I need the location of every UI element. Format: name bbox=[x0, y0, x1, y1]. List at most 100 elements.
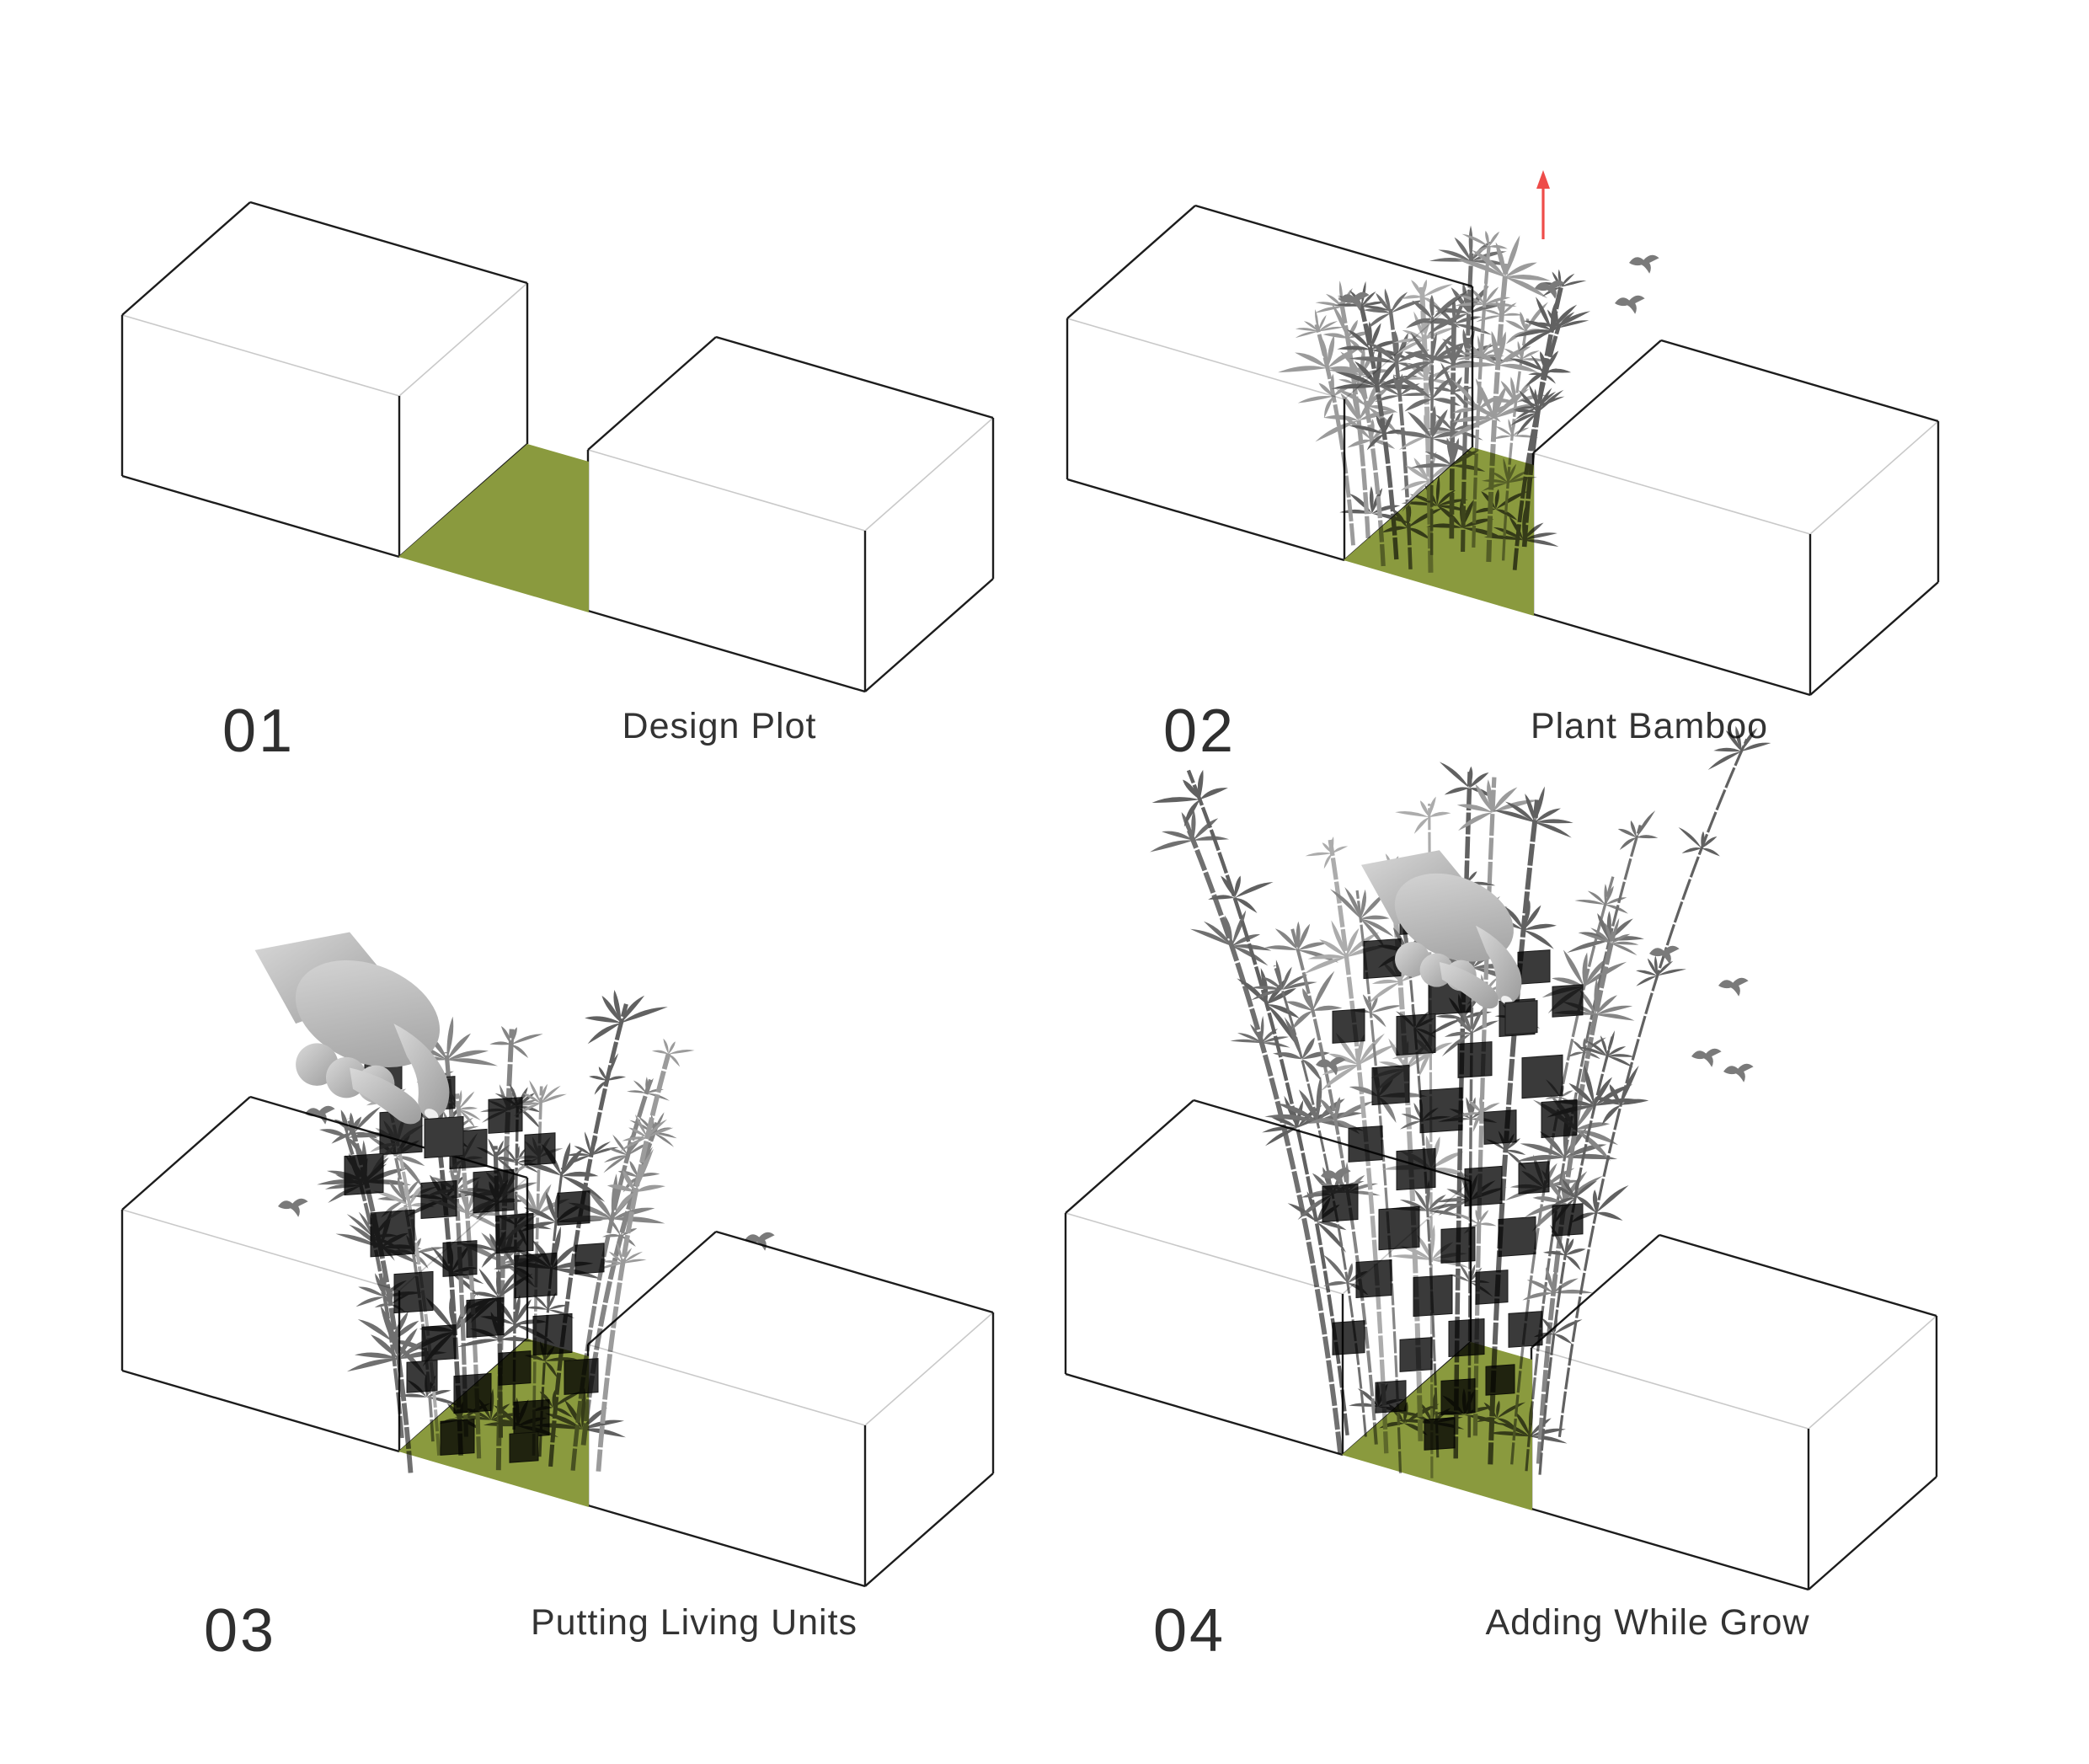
step-label-02: Plant Bamboo bbox=[1531, 706, 1768, 746]
edge-line bbox=[121, 1096, 251, 1211]
edge-line bbox=[121, 201, 251, 316]
edge-line bbox=[587, 1504, 866, 1588]
right-building bbox=[586, 1230, 995, 1588]
edge-line bbox=[1531, 1347, 1809, 1430]
box-top-face bbox=[588, 337, 993, 531]
living-unit-cube bbox=[1517, 949, 1551, 985]
bird-icon bbox=[1723, 1063, 1754, 1082]
step-label-01: Design Plot bbox=[622, 706, 817, 746]
living-unit-cube bbox=[466, 1296, 505, 1339]
living-unit-cube bbox=[1419, 1087, 1463, 1134]
leaf-spray-use bbox=[488, 1022, 544, 1061]
edge-line bbox=[1065, 1099, 1194, 1214]
edge-line bbox=[1532, 612, 1811, 697]
edge-line bbox=[587, 449, 866, 532]
box-top-face bbox=[588, 1232, 993, 1425]
living-units-group bbox=[1322, 898, 1584, 1451]
box-top-face bbox=[1066, 1100, 1471, 1294]
leaf-spray-use bbox=[569, 968, 668, 1056]
living-unit-cube bbox=[1483, 1109, 1517, 1145]
bird-icon bbox=[1615, 295, 1645, 314]
box-top-face bbox=[122, 202, 527, 396]
living-unit-cube bbox=[406, 1360, 438, 1393]
leaf-spray-use bbox=[1673, 826, 1725, 863]
box-left-face bbox=[1067, 318, 1344, 560]
living-unit-cube bbox=[557, 1190, 590, 1226]
edge-line bbox=[1065, 1372, 1344, 1457]
box-left-face bbox=[122, 1210, 399, 1451]
living-unit-cube bbox=[1475, 1270, 1509, 1305]
edge-line bbox=[864, 1473, 994, 1587]
right-building bbox=[1531, 339, 1940, 697]
living-unit-cube bbox=[524, 1132, 556, 1166]
leaf-spray-use bbox=[1394, 791, 1454, 838]
living-unit-cube bbox=[1424, 1417, 1456, 1451]
bamboo-clump bbox=[1278, 220, 1659, 573]
hand-placing-unit bbox=[254, 932, 457, 1125]
edge-line bbox=[121, 1369, 400, 1453]
bird-icon bbox=[1629, 254, 1659, 274]
bamboo-culm bbox=[596, 1052, 671, 1472]
edge-line bbox=[1809, 581, 1939, 696]
panel-step-03: 03 Putting Living Units bbox=[120, 932, 995, 1665]
step-label-04: Adding While Grow bbox=[1485, 1602, 1809, 1643]
living-unit-cube bbox=[1399, 1337, 1433, 1372]
edge-line bbox=[715, 335, 994, 420]
edge-line bbox=[1659, 1233, 1937, 1318]
edge-line bbox=[1066, 478, 1345, 562]
right-building bbox=[586, 335, 995, 693]
edge-line bbox=[398, 282, 528, 397]
living-unit-cube bbox=[1371, 1064, 1410, 1106]
living-units-group bbox=[344, 1050, 605, 1463]
living-unit-cube bbox=[1355, 1259, 1392, 1299]
box-right-face bbox=[399, 283, 527, 557]
living-unit-cube bbox=[1413, 1274, 1453, 1318]
edge-line bbox=[864, 1312, 994, 1426]
panel-step-04: 04 Adding While Grow bbox=[1064, 719, 1938, 1665]
bamboo-culm bbox=[1186, 829, 1344, 1454]
living-unit-cube bbox=[1440, 1378, 1476, 1415]
living-unit-cube bbox=[1552, 1203, 1584, 1237]
living-unit-cube bbox=[421, 1324, 457, 1361]
edge-line bbox=[1065, 1212, 1344, 1295]
edge-line bbox=[1531, 1507, 1809, 1591]
edge-line bbox=[864, 578, 994, 692]
living-unit-cube bbox=[1541, 1098, 1578, 1139]
box-left-face bbox=[1066, 1213, 1343, 1455]
living-unit-cube bbox=[440, 1419, 475, 1456]
bird-icon bbox=[1649, 945, 1680, 965]
living-unit-cube bbox=[393, 1270, 434, 1314]
edge-line bbox=[1808, 1476, 1937, 1590]
leaf-spray-use bbox=[649, 1034, 696, 1070]
box-right-face bbox=[1810, 421, 1938, 695]
edge-line bbox=[587, 336, 717, 451]
living-unit-cube bbox=[1552, 984, 1584, 1018]
living-unit-cube bbox=[1464, 1165, 1503, 1207]
box-right-face bbox=[865, 1312, 993, 1586]
edge-line bbox=[121, 474, 400, 559]
living-unit-cube bbox=[1375, 1380, 1407, 1414]
living-unit-cube bbox=[473, 1168, 515, 1214]
box-right-face bbox=[865, 418, 993, 692]
edge-line bbox=[587, 609, 866, 693]
edge-line bbox=[587, 1231, 717, 1345]
box-left-face bbox=[122, 315, 399, 557]
living-unit-cube bbox=[1518, 1161, 1550, 1195]
panel-art-03 bbox=[120, 932, 995, 1588]
living-unit-cube bbox=[1457, 1041, 1493, 1078]
edge-line bbox=[121, 1209, 400, 1291]
living-unit-cube bbox=[1332, 1008, 1365, 1044]
hand-placing-unit bbox=[1361, 850, 1527, 1009]
edge-line bbox=[587, 1344, 866, 1426]
edge-line bbox=[1532, 452, 1811, 535]
step-number-03: 03 bbox=[204, 1597, 276, 1665]
leaf-spray-use bbox=[1566, 910, 1645, 954]
living-unit-cube bbox=[442, 1240, 478, 1277]
living-unit-cube bbox=[1521, 1054, 1563, 1099]
step-number-01: 01 bbox=[222, 698, 295, 765]
living-unit-cube bbox=[420, 1179, 457, 1220]
living-unit-cube bbox=[513, 1398, 550, 1439]
living-unit-cube bbox=[1332, 1320, 1365, 1355]
living-unit-cube bbox=[574, 1243, 605, 1275]
